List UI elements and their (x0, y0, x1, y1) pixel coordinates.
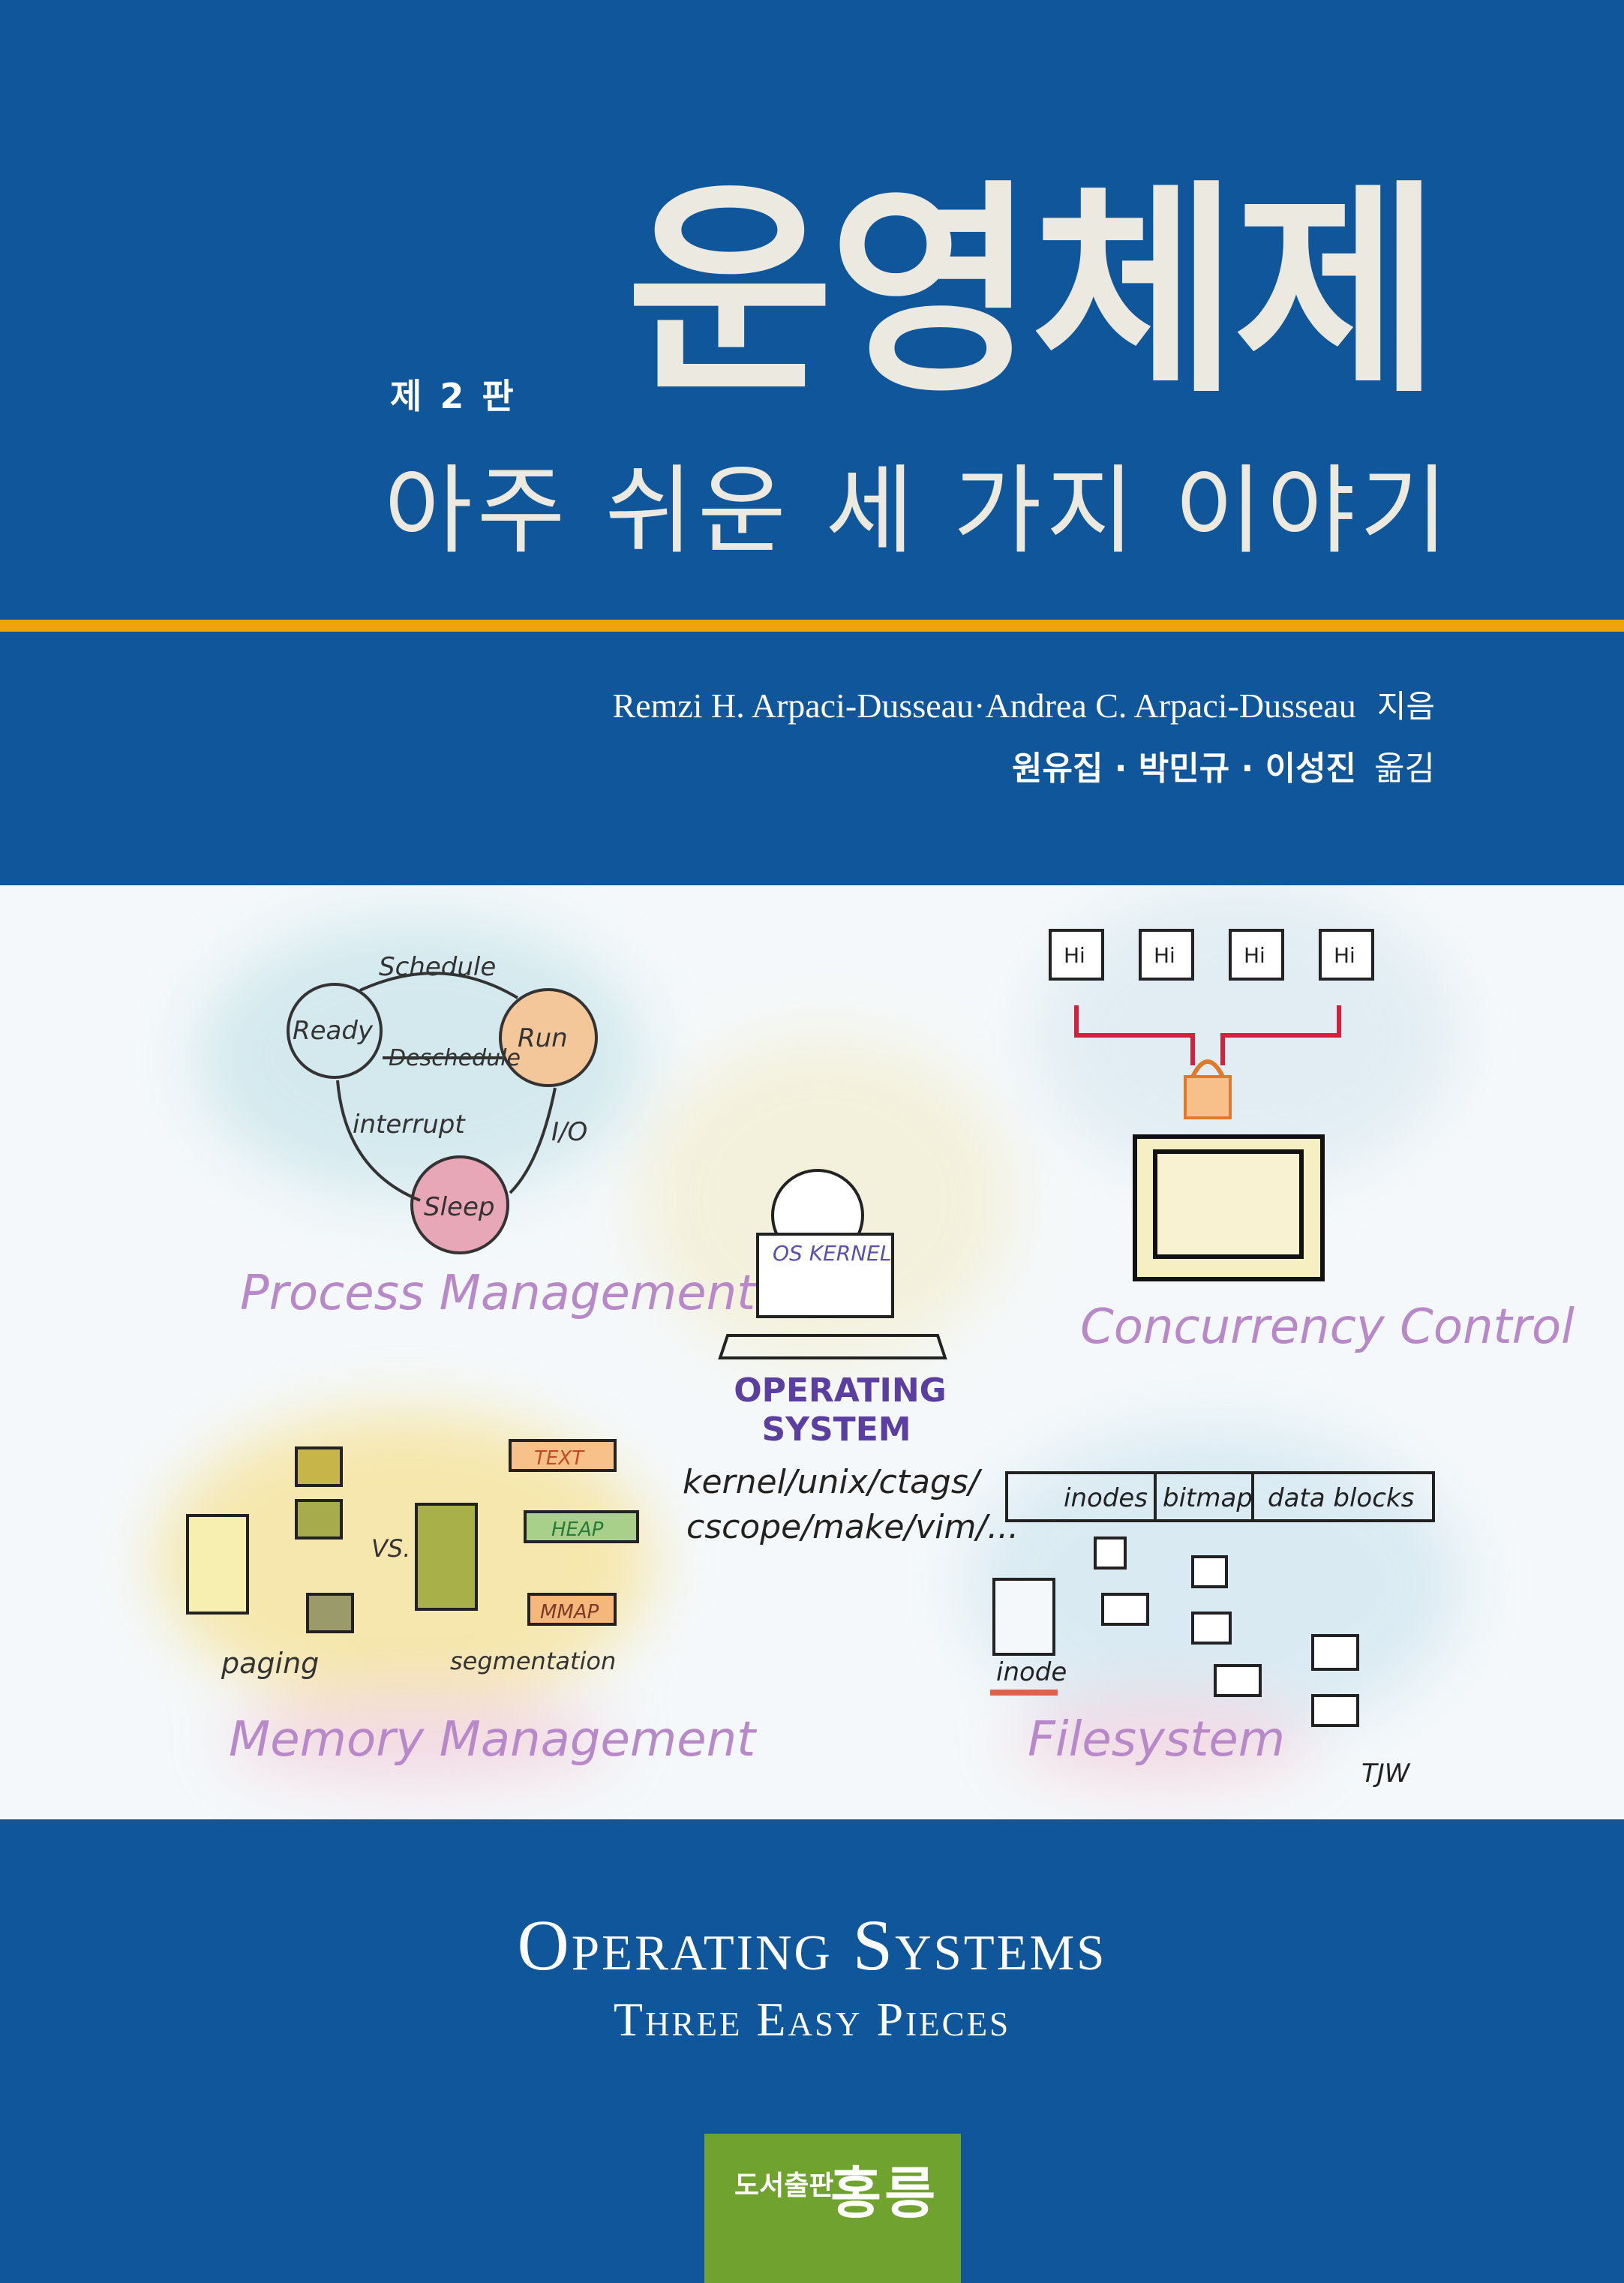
segmentation-label: segmentation (450, 1647, 616, 1675)
data-blocks-label: data blocks (1268, 1483, 1414, 1513)
english-subtitle: Three Easy Pieces (613, 1993, 1011, 2046)
segmentation-diagram (415, 1439, 639, 1626)
run-state (499, 988, 598, 1087)
tools-line-1: kernel/unix/ctags/ (683, 1463, 983, 1501)
process-management-label: Process Management (240, 1266, 758, 1321)
illustration-svg: Schedule Ready Run Deschedule interrupt … (158, 885, 1574, 1789)
english-title: Operating Systems (517, 1905, 1107, 1985)
translators-line: 원유집 · 박민규 · 이성진 옮김 (1012, 741, 1435, 789)
orange-stripe (0, 620, 1624, 632)
publisher-logo: 도서출판 홍릉 (704, 2134, 961, 2283)
io-label: I/O (551, 1117, 587, 1147)
bitmap-label: bitmap (1163, 1483, 1253, 1513)
translators: 원유집 · 박민규 · 이성진 (1012, 749, 1357, 788)
paging-label: paging (221, 1647, 319, 1680)
process-diagram (287, 972, 598, 1254)
sleep-state (410, 1155, 509, 1254)
tools-line-2: cscope/make/vim/... (686, 1508, 1019, 1546)
ready-label: Ready (293, 1016, 374, 1046)
inode-underline (990, 1690, 1058, 1696)
concurrency-control-label: Concurrency Control (1080, 1299, 1574, 1355)
filesystem-label: Filesystem (1028, 1712, 1285, 1768)
sleep-label: Sleep (424, 1192, 494, 1222)
operating-label: OPERATING (734, 1371, 947, 1410)
critical-section-box (1133, 1134, 1325, 1281)
cpu-chip-3 (1229, 929, 1284, 981)
artist-signature: TJW (1361, 1759, 1411, 1789)
lock-icon (1184, 1059, 1232, 1119)
system-label: SYSTEM (761, 1410, 911, 1449)
text-segment-label: TEXT (534, 1447, 585, 1470)
cpu-chip-1 (1049, 929, 1104, 981)
os-kernel-drawing (718, 1169, 947, 1359)
publisher-name: 홍릉 (830, 2161, 939, 2226)
schedule-arrow (359, 972, 519, 999)
cpu-chip-text: Hi (1154, 943, 1175, 968)
book-title: 운영체제 (626, 161, 1441, 423)
book-subtitle: 아주 쉬운 세 가지 이야기 (384, 455, 1453, 567)
authors-line: Remzi H. Arpaci-Dusseau·Andrea C. Arpaci… (612, 681, 1435, 727)
os-kernel-label: OS KERNEL (773, 1241, 891, 1266)
filesystem-layout (992, 1471, 1435, 1727)
translators-role: 옮김 (1374, 749, 1435, 788)
authors: Remzi H. Arpaci-Dusseau·Andrea C. Arpaci… (612, 686, 1356, 725)
cpu-chips: Hi Hi Hi Hi (1049, 929, 1374, 981)
inode-label: inode (996, 1657, 1067, 1687)
schedule-label: Schedule (379, 952, 496, 982)
cpu-chip-text: Hi (1064, 943, 1085, 968)
cover-illustration: Schedule Ready Run Deschedule interrupt … (0, 885, 1624, 1819)
run-label: Run (518, 1023, 568, 1053)
memory-management-label: Memory Management (229, 1712, 758, 1768)
lock-arrows (1074, 1005, 1341, 1065)
interrupt-arrow (336, 1080, 421, 1202)
cpu-chip-text: Hi (1244, 943, 1265, 968)
cpu-chip-4 (1319, 929, 1374, 981)
heap-segment-label: HEAP (551, 1518, 604, 1541)
cpu-chip-2 (1139, 929, 1194, 981)
ready-state (287, 983, 383, 1079)
edition-label: 제 2 판 (390, 376, 517, 416)
interrupt-label: interrupt (353, 1110, 466, 1140)
authors-role: 지음 (1376, 688, 1435, 725)
publisher-prefix: 도서출판 (734, 2170, 834, 2201)
deschedule-label: Deschedule (389, 1045, 521, 1071)
mmap-segment-label: MMAP (540, 1601, 599, 1624)
inodes-label: inodes (1064, 1483, 1148, 1513)
cpu-chip-text: Hi (1334, 943, 1355, 968)
paging-diagram (186, 1446, 354, 1633)
vs-label: VS. (371, 1534, 410, 1563)
io-arrow (509, 1087, 557, 1194)
